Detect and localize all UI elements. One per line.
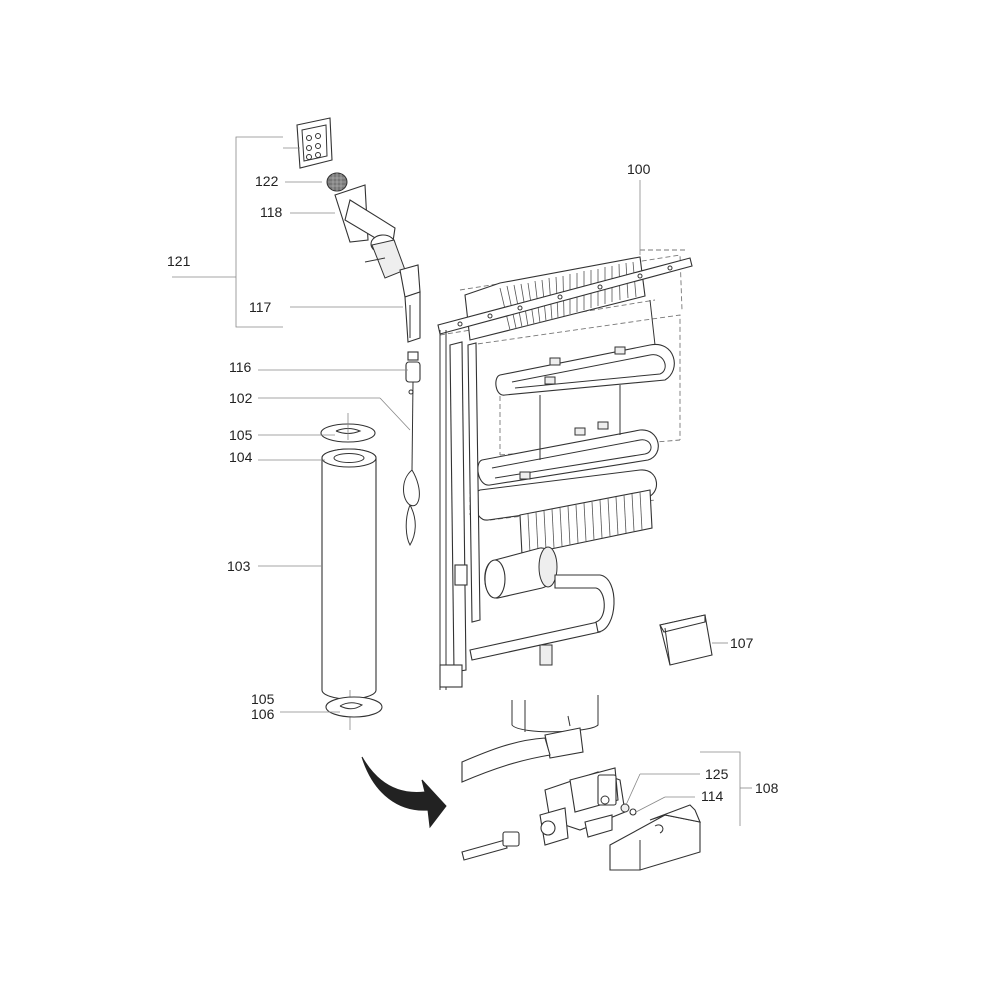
callout-116: 116: [229, 359, 252, 375]
lower-fins: [519, 489, 653, 556]
flue-assembly: [296, 117, 421, 546]
burner-cover: [659, 614, 713, 666]
burner-body: [539, 767, 626, 846]
callout-104: 104: [229, 449, 253, 465]
callout-106: 106: [251, 706, 275, 722]
screw-and-washer: [620, 803, 637, 816]
callout-103: 103: [227, 558, 251, 574]
burner-housing-tube: [320, 413, 383, 730]
baffle-wire: [403, 381, 420, 546]
boiler-bottom-context: [461, 695, 599, 783]
callout-122: 122: [255, 173, 279, 189]
boiler-pipes: [439, 330, 615, 690]
callout-114: 114: [701, 788, 724, 804]
flue-mesh-screen: [326, 172, 348, 192]
top-baffle-disc: [320, 413, 376, 443]
callout-125: 125: [705, 766, 729, 782]
flue-tube: [334, 184, 406, 279]
leader-lines: [172, 136, 752, 826]
burner-assembly: [461, 695, 701, 871]
direction-arrow-icon: [361, 756, 447, 829]
spring-clip: [405, 351, 421, 383]
callout-105-top: 105: [229, 427, 253, 443]
flue-baffle: [399, 264, 421, 343]
callout-105-bottom: 105: [251, 691, 275, 707]
mounting-rail: [437, 257, 693, 335]
insulation-tube: [321, 448, 377, 700]
callout-118: 118: [260, 204, 283, 220]
callout-121: 121: [167, 253, 191, 269]
cooling-unit: [437, 249, 713, 690]
flue-cap-plate: [296, 117, 333, 169]
callout-100: 100: [627, 161, 651, 177]
callout-107: 107: [730, 635, 754, 651]
absorber-tank: [484, 546, 558, 599]
evaporator-coil: [473, 299, 675, 521]
callout-labels: 100 102 103 104 105 105 106 107 108 114 …: [167, 161, 779, 804]
callout-102: 102: [229, 390, 253, 406]
gas-supply-line: [461, 831, 520, 861]
callout-117: 117: [249, 299, 272, 315]
callout-108: 108: [755, 780, 779, 796]
burner-bracket: [609, 804, 701, 871]
